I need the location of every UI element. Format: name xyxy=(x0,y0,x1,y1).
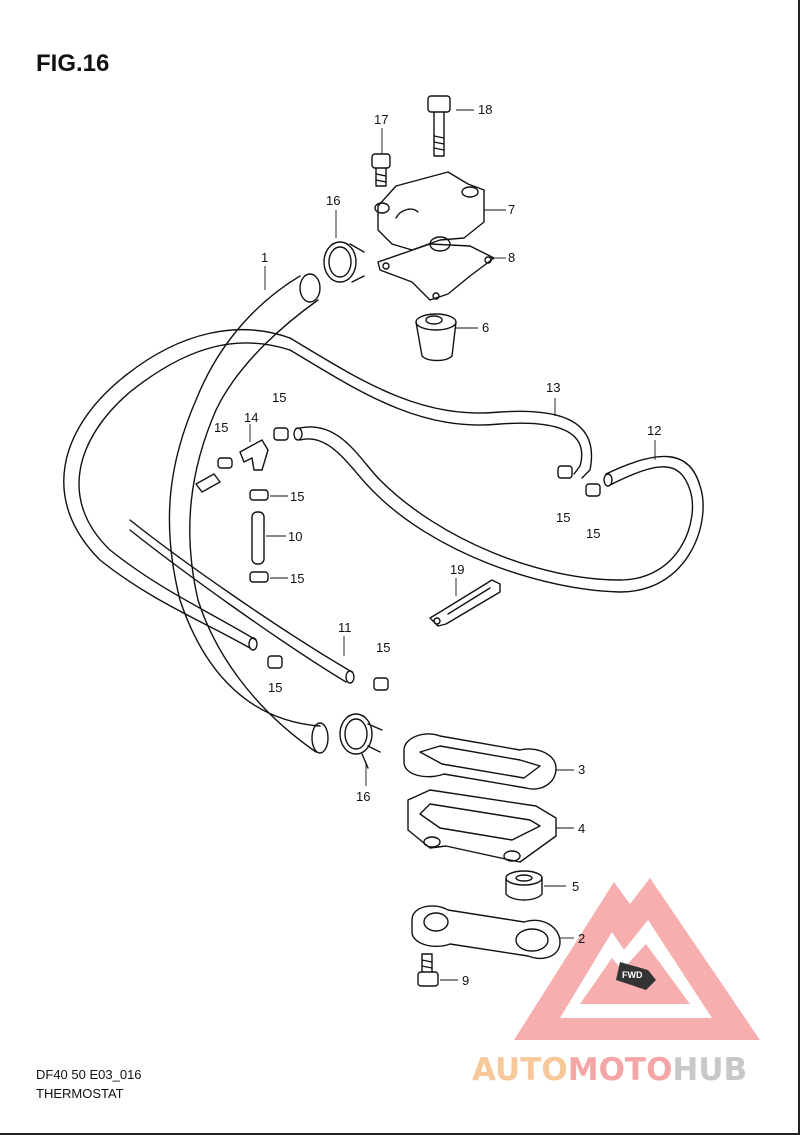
label-2: 2 xyxy=(578,931,585,946)
label-13: 13 xyxy=(546,380,560,395)
watermark-triangle xyxy=(514,878,760,1040)
label-14: 14 xyxy=(244,410,258,425)
fwd-text: FWD xyxy=(622,970,643,980)
label-9: 9 xyxy=(462,973,469,988)
label-8: 8 xyxy=(508,250,515,265)
label-11: 11 xyxy=(338,620,352,635)
part-number-labels: 1 2 3 4 5 6 7 8 9 10 11 12 13 14 15 15 1… xyxy=(214,102,661,988)
leader-lines xyxy=(249,109,656,981)
label-4: 4 xyxy=(578,821,585,836)
gasket-3 xyxy=(403,733,557,790)
figure-title: FIG.16 xyxy=(36,50,110,77)
frame-right xyxy=(798,0,800,1135)
label-3: 3 xyxy=(578,762,585,777)
label-15-f: 15 xyxy=(376,640,390,655)
bracket-19 xyxy=(429,579,501,627)
pipe-10 xyxy=(251,511,265,565)
label-10: 10 xyxy=(288,529,302,544)
hose-13 xyxy=(63,329,593,651)
hose-1 xyxy=(168,273,329,754)
label-17: 17 xyxy=(374,112,388,127)
watermark-hub: HUB xyxy=(672,1052,748,1088)
clamps-16 xyxy=(323,241,383,769)
thermostat-6 xyxy=(415,313,457,362)
hose-12 xyxy=(293,426,704,593)
label-15-d: 15 xyxy=(290,571,304,586)
label-15-c: 15 xyxy=(290,489,304,504)
label-5: 5 xyxy=(572,879,579,894)
gasket-8 xyxy=(377,243,495,301)
housing-7 xyxy=(374,171,485,252)
watermark-auto: AUTO xyxy=(472,1052,568,1088)
watermark-text: AUTOMOTOHUB xyxy=(472,1052,747,1088)
figure-code: DF40 50 E03_016 xyxy=(36,1067,142,1082)
label-1: 1 xyxy=(261,250,268,265)
plate-2 xyxy=(411,905,561,960)
label-6: 6 xyxy=(482,320,489,335)
label-19: 19 xyxy=(450,562,464,577)
watermark-moto: MOTO xyxy=(567,1052,673,1088)
label-15-a: 15 xyxy=(214,420,228,435)
figure-name: THERMOSTAT xyxy=(36,1086,124,1101)
fwd-badge: FWD xyxy=(616,962,656,990)
fitting-14 xyxy=(195,439,269,493)
label-18: 18 xyxy=(478,102,492,117)
bolt-17 xyxy=(371,153,391,187)
frame-bottom xyxy=(0,1133,800,1135)
pipe-11 xyxy=(129,519,355,684)
bolt-9 xyxy=(417,953,439,987)
label-12: 12 xyxy=(647,423,661,438)
label-15-b: 15 xyxy=(272,390,286,405)
bolt-18 xyxy=(427,95,451,157)
label-16-a: 16 xyxy=(326,193,340,208)
label-15-e: 15 xyxy=(268,680,282,695)
label-7: 7 xyxy=(508,202,515,217)
label-15-g: 15 xyxy=(556,510,570,525)
spacer-5 xyxy=(505,870,543,901)
cover-4 xyxy=(407,789,557,863)
label-15-h: 15 xyxy=(586,526,600,541)
clamps-15 xyxy=(217,427,601,691)
label-16-b: 16 xyxy=(356,789,370,804)
